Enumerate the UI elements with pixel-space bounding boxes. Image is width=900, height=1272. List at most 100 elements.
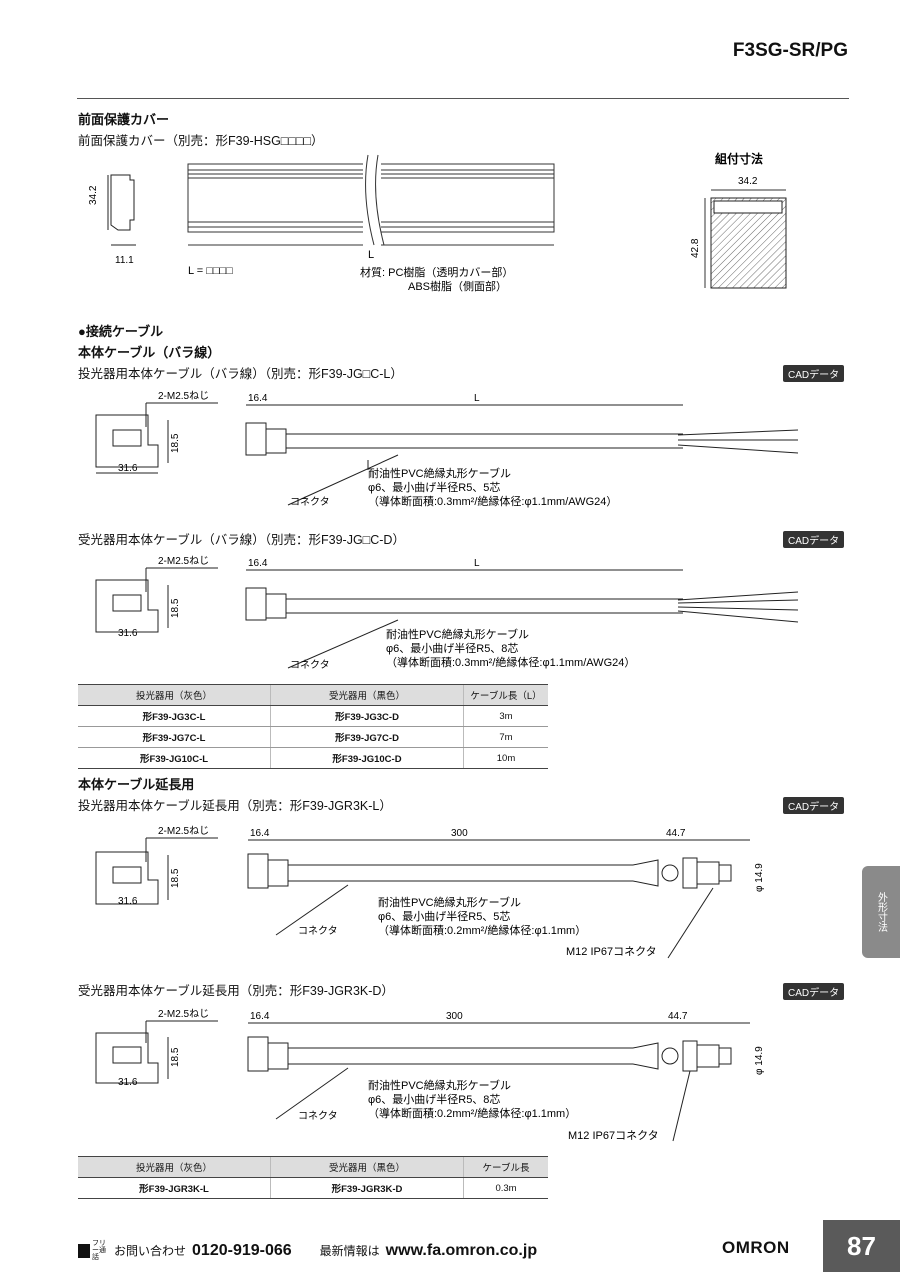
table-cell: 形F39-JGR3K-D — [270, 1177, 464, 1199]
diag4-cable3: （導体断面積:0.2mm²/絶縁体径:φ1.1mm） — [368, 1106, 576, 1120]
omron-logo: OMRON — [722, 1238, 790, 1257]
diag3-w: 31.6 — [118, 896, 138, 907]
diag3-cable3: （導体断面積:0.2mm²/絶縁体径:φ1.1mm） — [378, 923, 586, 937]
diag3-m12-len: 44.7 — [666, 828, 686, 839]
diag2-offset: 16.4 — [248, 558, 268, 569]
extension-heading: 本体ケーブル延長用 — [78, 777, 195, 792]
table-cell: 7m — [463, 726, 548, 748]
diag4-offset: 16.4 — [250, 1011, 270, 1022]
table-row: 形F39-JGR3K-L 形F39-JGR3K-D 0.3m — [78, 1177, 548, 1199]
diag1-cable2: φ6、最小曲げ半径R5、5芯 — [368, 480, 500, 494]
diag4-screw: 2-M2.5ねじ — [158, 1008, 209, 1020]
diag4-h: 18.5 — [170, 1047, 181, 1067]
table-cell: 3m — [463, 705, 548, 727]
bare-cable-heading: 本体ケーブル（バラ線） — [78, 345, 221, 360]
diag2-len: L — [474, 558, 480, 569]
cad-data-button-2[interactable]: CADデータ — [783, 531, 845, 548]
cad-data-button-1[interactable]: CADデータ — [783, 365, 845, 382]
diag3-cable2: φ6、最小曲げ半径R5、5芯 — [378, 909, 510, 923]
table-header-cell: ケーブル長（L） — [463, 684, 548, 706]
diag3-connector: コネクタ — [298, 925, 338, 937]
table-cell: 形F39-JGR3K-L — [78, 1177, 271, 1199]
header-rule — [77, 98, 849, 99]
diag3-offset: 16.4 — [250, 828, 270, 839]
diag2-title: 受光器用本体ケーブル（バラ線）（別売：形F39-JG□C-D） — [78, 533, 405, 547]
diag3-len: 300 — [451, 828, 468, 839]
diag2-cable1: 耐油性PVC絶縁丸形ケーブル — [386, 627, 529, 641]
cable-length-table: 投光器用（灰色） 受光器用（黒色） ケーブル長（L） 形F39-JG3C-L 形… — [78, 684, 548, 769]
diag4-m12-len: 44.7 — [668, 1011, 688, 1022]
table-row: 形F39-JG10C-L 形F39-JG10C-D 10m — [78, 747, 548, 769]
footer-contact: フリー通話 お問い合わせ 0120-919-066 最新情報は www.fa.o… — [78, 1240, 537, 1261]
table-header-cell: 投光器用（灰色） — [78, 684, 271, 706]
assembly-width: 34.2 — [738, 176, 758, 187]
cover-material-2: ABS樹脂（側面部） — [408, 279, 507, 293]
side-tab-dimensions[interactable]: 外形寸法 — [862, 866, 900, 958]
cover-subheading: 前面保護カバー（別売：形F39-HSG□□□□） — [78, 134, 324, 148]
table-cell: 形F39-JG7C-L — [78, 726, 271, 748]
table-cell: 形F39-JG10C-L — [78, 747, 271, 769]
diag1-len: L — [474, 393, 480, 404]
diag3-cable1: 耐油性PVC絶縁丸形ケーブル — [378, 895, 521, 909]
cad-data-button-4[interactable]: CADデータ — [783, 983, 845, 1000]
diag2-h: 18.5 — [170, 598, 181, 618]
table-cell: 10m — [463, 747, 548, 769]
diag1-connector: コネクタ — [290, 496, 330, 508]
table-row: 形F39-JG7C-L 形F39-JG7C-D 7m — [78, 726, 548, 748]
diag4-title: 受光器用本体ケーブル延長用（別売：形F39-JGR3K-D） — [78, 984, 394, 998]
cable-heading: ●接続ケーブル — [78, 324, 164, 339]
page-model-title: F3SG-SR/PG — [732, 40, 848, 61]
extension-table: 投光器用（灰色） 受光器用（黒色） ケーブル長 形F39-JGR3K-L 形F3… — [78, 1156, 548, 1199]
table-header-row: 投光器用（灰色） 受光器用（黒色） ケーブル長（L） — [78, 684, 548, 706]
diag3-drawing: 2-M2.5ねじ 18.5 31.6 16.4 300 44.7 φ 14.9 … — [95, 825, 765, 959]
cover-material-1: 材質: PC樹脂（透明カバー部） — [360, 265, 513, 279]
table-header-cell: 受光器用（黒色） — [270, 1156, 464, 1178]
diag3-m12: M12 IP67コネクタ — [566, 945, 657, 958]
diag3-h: 18.5 — [170, 868, 181, 888]
diag2-drawing: 2-M2.5ねじ 18.5 31.6 16.4 L コネクタ 耐油性PVC絶縁丸… — [95, 555, 799, 671]
table-header-cell: 受光器用（黒色） — [270, 684, 464, 706]
cover-length-note: L = □□□□ — [188, 265, 233, 277]
diag4-cable1: 耐油性PVC絶縁丸形ケーブル — [368, 1078, 511, 1092]
cover-dim-width: 11.1 — [115, 255, 134, 266]
table-header-row: 投光器用（灰色） 受光器用（黒色） ケーブル長 — [78, 1156, 548, 1178]
diag1-title: 投光器用本体ケーブル（バラ線）（別売：形F39-JG□C-L） — [78, 367, 403, 381]
table-cell: 形F39-JG3C-D — [270, 705, 464, 727]
cover-dim-length: L — [368, 249, 374, 261]
cover-heading: 前面保護カバー — [78, 112, 170, 127]
assembly-title: 組付寸法 — [715, 151, 763, 166]
cad-data-button-3[interactable]: CADデータ — [783, 797, 845, 814]
diag1-cable1: 耐油性PVC絶縁丸形ケーブル — [368, 466, 511, 480]
diag1-drawing: 2-M2.5ねじ 18.5 31.6 16.4 L コネクタ 耐油性PVC絶縁丸… — [95, 390, 799, 508]
diag2-connector: コネクタ — [290, 659, 330, 671]
diag4-w: 31.6 — [118, 1077, 138, 1088]
page-number: 87 — [823, 1220, 900, 1272]
diag1-h: 18.5 — [170, 433, 181, 453]
diag1-screw: 2-M2.5ねじ — [158, 390, 209, 402]
footer-url-link[interactable]: www.fa.omron.co.jp — [385, 1241, 538, 1259]
diag2-screw: 2-M2.5ねじ — [158, 555, 209, 567]
footer-phone[interactable]: 0120-919-066 — [192, 1241, 292, 1259]
diag4-cable2: φ6、最小曲げ半径R5、8芯 — [368, 1092, 500, 1106]
diag3-title: 投光器用本体ケーブル延長用（別売：形F39-JGR3K-L） — [78, 799, 392, 813]
footer-contact-label: お問い合わせ — [114, 1244, 187, 1258]
diag4-connector: コネクタ — [298, 1110, 338, 1122]
diag2-w: 31.6 — [118, 628, 138, 639]
diag1-cable3: （導体断面積:0.3mm²/絶縁体径:φ1.1mm/AWG24） — [368, 494, 617, 508]
assembly-height: 42.8 — [690, 238, 701, 258]
table-cell: 形F39-JG3C-L — [78, 705, 271, 727]
diag2-cable2: φ6、最小曲げ半径R5、8芯 — [386, 641, 518, 655]
table-cell: 形F39-JG7C-D — [270, 726, 464, 748]
footer-latest-label: 最新情報は — [319, 1244, 380, 1258]
diag4-drawing: 2-M2.5ねじ 18.5 31.6 16.4 300 44.7 φ 14.9 … — [95, 1008, 765, 1142]
table-header-cell: ケーブル長 — [463, 1156, 548, 1178]
freedial-icon: フリー通話 — [78, 1240, 108, 1261]
diag2-cable3: （導体断面積:0.3mm²/絶縁体径:φ1.1mm/AWG24） — [386, 655, 635, 669]
diag4-dia: φ 14.9 — [754, 1046, 765, 1075]
cover-drawing: 34.2 11.1 L L = □□□□ 材質: PC樹脂（透明カバー部） AB… — [88, 151, 787, 293]
table-header-cell: 投光器用（灰色） — [78, 1156, 271, 1178]
diag4-m12: M12 IP67コネクタ — [568, 1129, 659, 1142]
table-cell: 0.3m — [463, 1177, 548, 1199]
cover-dim-height: 34.2 — [88, 185, 99, 205]
table-cell: 形F39-JG10C-D — [270, 747, 464, 769]
